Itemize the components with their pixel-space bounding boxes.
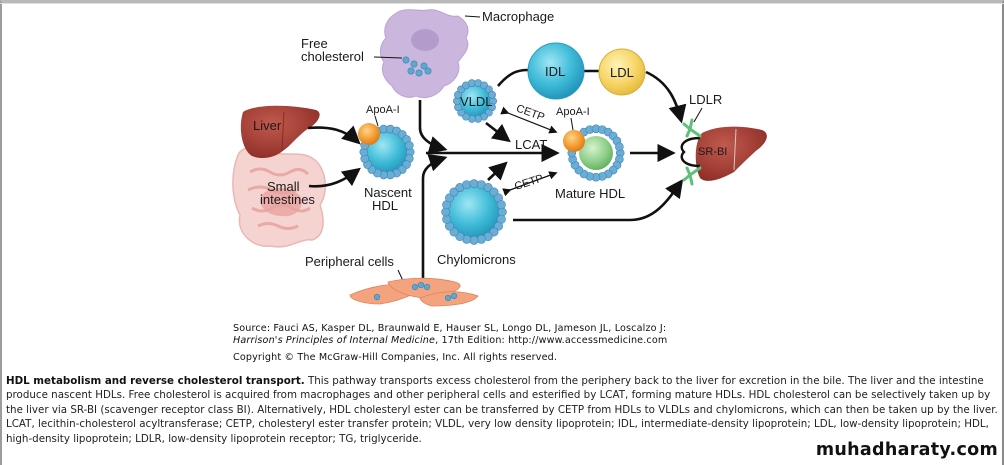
mature-hdl-particle xyxy=(563,124,625,182)
label-free-cholesterol-2: cholesterol xyxy=(301,49,364,64)
apoa1-protein xyxy=(563,130,585,152)
label-nascent-hdl-2: HDL xyxy=(372,198,398,213)
copyright-notice: Copyright © The McGraw-Hill Companies, I… xyxy=(233,352,558,363)
frame-top-highlight xyxy=(0,3,1004,4)
hdl-metabolism-diagram: Liver Small intestines Macrophage Free c… xyxy=(232,9,767,307)
label-vldl: VLDL xyxy=(460,94,493,109)
label-macrophage: Macrophage xyxy=(482,9,554,24)
particle-core xyxy=(458,84,492,118)
figure-caption: HDL metabolism and reverse cholesterol t… xyxy=(6,374,1000,446)
label-peripheral-cells: Peripheral cells xyxy=(305,254,394,269)
figure-source: Source: Fauci AS, Kasper DL, Braunwald E… xyxy=(233,323,667,347)
phospholipid-bead xyxy=(615,142,624,152)
small-intestines-illustration xyxy=(232,146,327,248)
label-liver: Liver xyxy=(253,118,282,133)
phospholipid-bead xyxy=(496,200,506,210)
ldlr-receptors xyxy=(682,118,702,186)
vldl-particle xyxy=(453,79,497,123)
macrophage-illustration xyxy=(379,9,469,99)
watermark-logo: muhadharaty.com xyxy=(815,440,998,460)
label-ldl: LDL xyxy=(610,65,634,80)
source-edition-url: , 17th Edition: http://www.accessmedicin… xyxy=(435,335,668,346)
label-idl: IDL xyxy=(545,64,565,79)
source-book-title: Harrison's Principles of Internal Medici… xyxy=(233,335,436,346)
label-nascent-hdl-1: Nascent xyxy=(364,185,412,200)
label-apoa1-mature: ApoA-I xyxy=(556,106,590,118)
srbi-receptor-loop xyxy=(680,136,701,168)
label-cetp-bottom: CETP xyxy=(513,173,545,193)
pathway-arrows xyxy=(307,68,687,292)
caption-title: HDL metabolism and reverse cholesterol t… xyxy=(6,375,305,387)
chylomicron-particle xyxy=(441,179,507,245)
ldl-particle xyxy=(598,48,646,96)
nascent-hdl-particle xyxy=(358,123,415,180)
particle-inner-core xyxy=(579,136,613,170)
phospholipid-bead xyxy=(488,90,496,99)
label-small-intestines-2: intestines xyxy=(260,192,315,207)
phospholipid-bead xyxy=(404,141,414,150)
label-cetp-top: CETP xyxy=(514,103,546,124)
label-apoa1-nascent: ApoA-I xyxy=(366,104,400,116)
label-srbi: SR-BI xyxy=(698,146,727,158)
liver-left-illustration xyxy=(240,105,320,158)
label-chylomicrons: Chylomicrons xyxy=(437,252,516,267)
label-free-cholesterol-1: Free xyxy=(301,36,328,51)
cetp-arrows xyxy=(500,106,558,197)
label-mature-hdl: Mature HDL xyxy=(555,186,625,201)
particle-core xyxy=(447,185,501,239)
source-authors: Source: Fauci AS, Kasper DL, Braunwald E… xyxy=(233,323,667,334)
label-small-intestines-1: Small xyxy=(267,179,300,194)
idl-particle xyxy=(527,42,585,100)
liver-right-illustration xyxy=(695,126,767,181)
caption-body: This pathway transports excess cholester… xyxy=(6,375,998,445)
label-lcat: LCAT xyxy=(515,137,547,152)
label-ldlr: LDLR xyxy=(689,92,722,107)
peripheral-cells-illustration xyxy=(349,277,479,307)
apoa1-protein xyxy=(358,123,380,145)
